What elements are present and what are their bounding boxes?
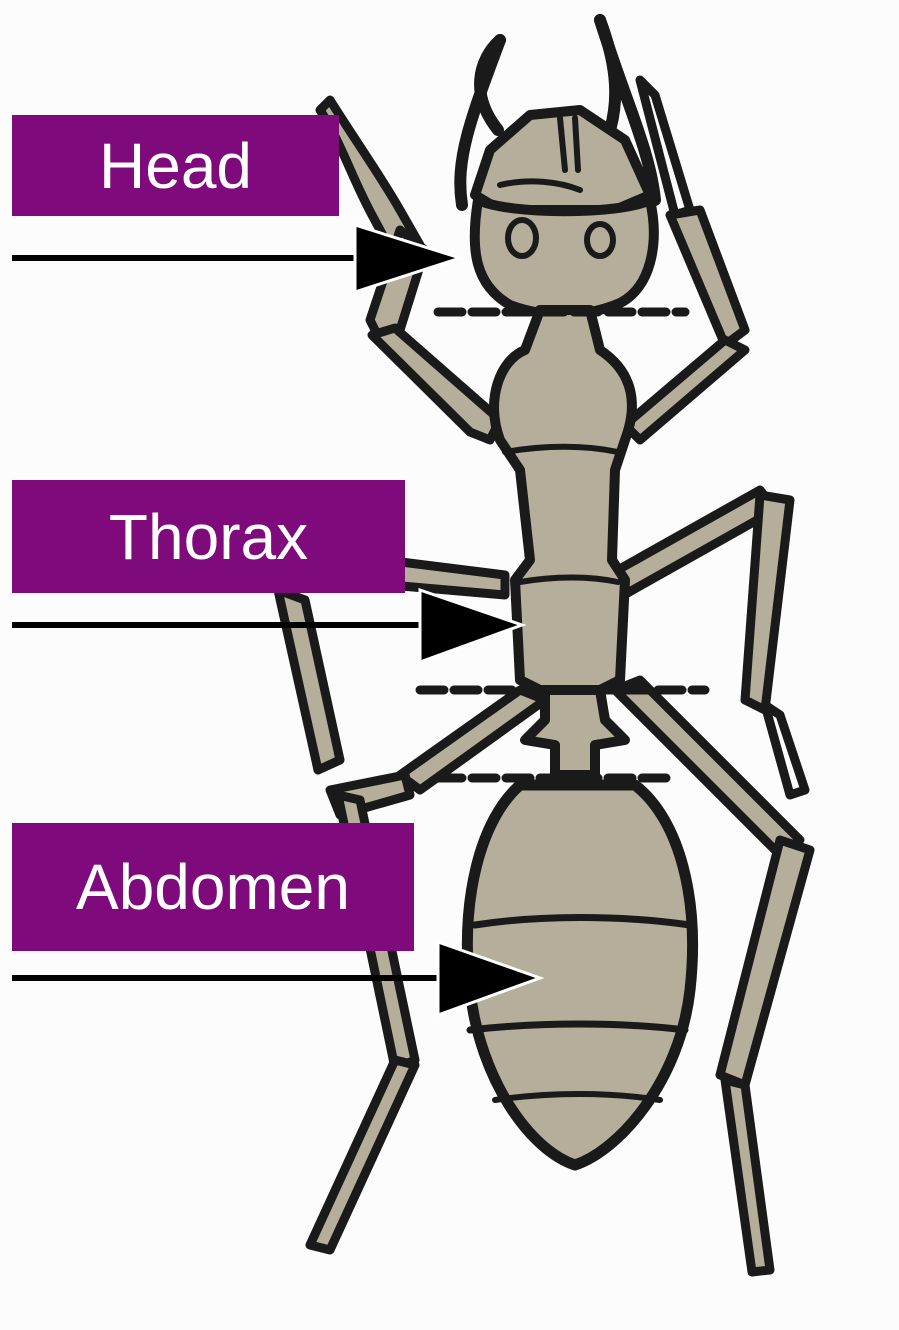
label-head: Head: [12, 115, 339, 216]
label-abdomen-text: Abdomen: [76, 855, 350, 919]
arrow-thorax-tip: [420, 590, 522, 662]
thorax: [494, 310, 632, 690]
ant-illustration: [278, 20, 810, 1272]
label-thorax-text: Thorax: [109, 505, 308, 569]
head: [475, 110, 654, 315]
petiole: [525, 690, 625, 775]
label-head-text: Head: [99, 134, 252, 198]
label-abdomen: Abdomen: [12, 823, 414, 951]
label-thorax: Thorax: [12, 480, 405, 593]
